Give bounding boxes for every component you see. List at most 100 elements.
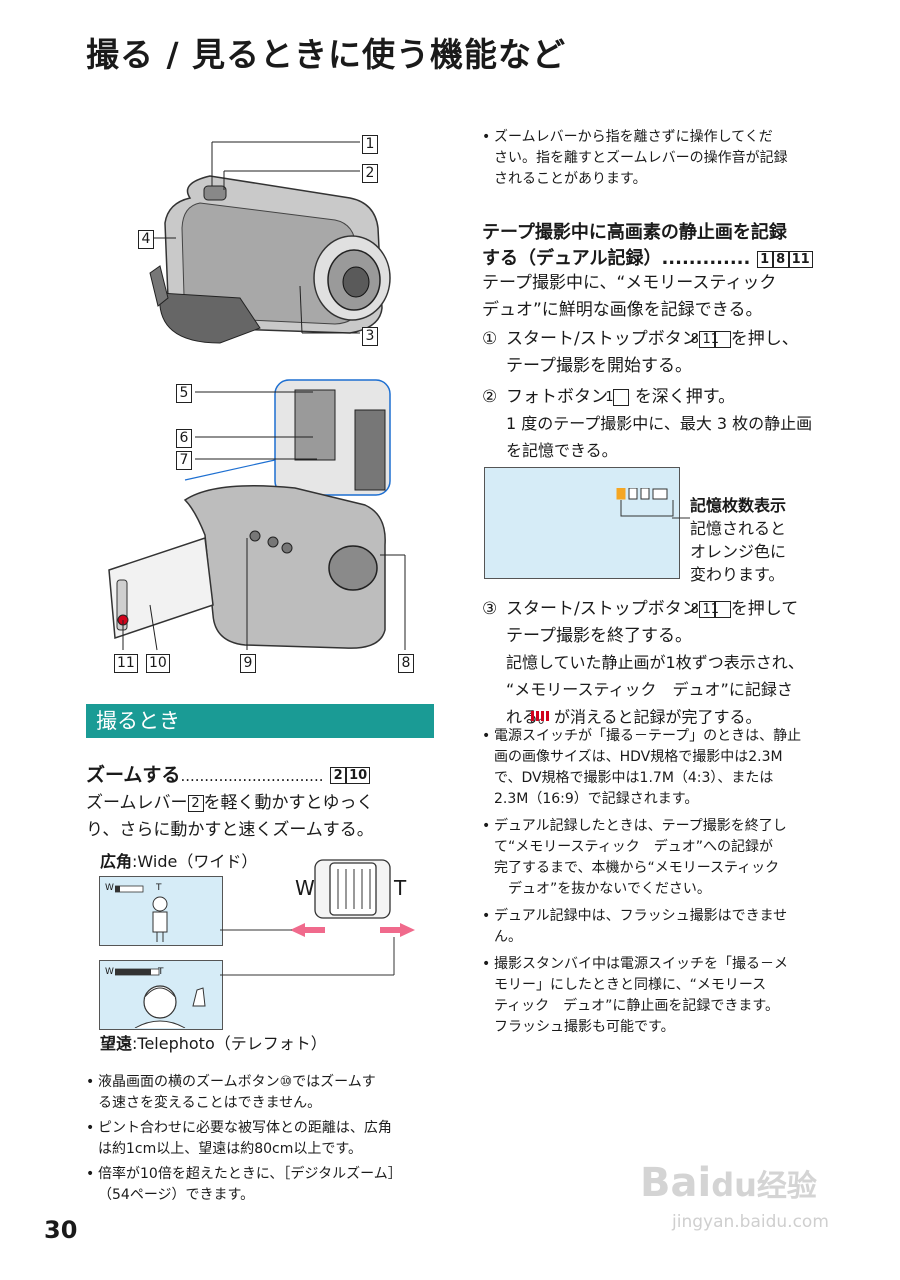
lever-w-label: W <box>295 876 315 900</box>
rb2-l1: デュアル記録したときは、テープ撮影を終了し <box>494 818 787 834</box>
zoom-note-line: る速さを変えることはできません。 <box>98 1095 322 1111</box>
callout-7: 7 <box>176 451 192 470</box>
callout-11: 11 <box>114 654 138 673</box>
lever-t-label: T <box>394 876 407 900</box>
dual-intro-a: テープ撮影中に、“メモリースティック <box>482 273 777 293</box>
callout-5: 5 <box>176 384 192 403</box>
right-note-1a: ズームレバーから指を離さずに操作してくだ <box>494 129 773 145</box>
zoom-body-c: り、さらに動かすと速くズームする。 <box>86 820 374 840</box>
zoom-heading-text: ズームする <box>86 764 181 786</box>
rb2-l3: 完了するまで、本機から“メモリースティック <box>494 860 780 876</box>
rb1-l1: 電源スイッチが「撮る－テープ」のときは、静止 <box>494 728 802 744</box>
callout-4: 4 <box>138 230 154 249</box>
step-1-c: テープ撮影を開始する。 <box>506 356 692 376</box>
right-bullet-4: •撮影スタンバイ中は電源スイッチを「撮る－メモリー」にしたときと同様に、“メモリ… <box>482 956 788 1035</box>
zoom-body-b: を軽く動かすとゆっく <box>203 793 374 813</box>
step-3-d: 記憶していた静止画が1枚ずつ表示され、 <box>506 653 804 672</box>
dual-heading: テープ撮影中に高画素の静止画を記録 する（デュアル記録）............… <box>482 220 813 272</box>
watermark-jingyan: 经验 <box>756 1169 817 1204</box>
callout-10: 10 <box>146 654 170 673</box>
callout-3: 3 <box>362 327 378 346</box>
zoom-heading-leader: .............................. <box>180 767 324 785</box>
step-1-a: スタート/ストップボタン <box>506 329 699 349</box>
page-title: 撮る / 見るときに使う機能など <box>86 35 567 74</box>
wide-label-text: :Wide（ワイド） <box>132 852 258 871</box>
rb2-l2: て“メモリースティック デュオ”への記録が <box>494 839 773 855</box>
zoom-note-line: 倍率が10倍を超えたときに、［デジタルズーム］ <box>98 1166 402 1182</box>
zoom-note: •倍率が10倍を超えたときに、［デジタルズーム］（54ページ）できます。 <box>86 1166 402 1203</box>
wide-label: 広角:Wide（ワイド） <box>100 848 257 872</box>
rb3-l1: デュアル記録中は、フラッシュ撮影はできませ <box>494 908 788 924</box>
wide-label-bold: 広角 <box>100 852 133 871</box>
tele-screen-t: T <box>158 967 164 977</box>
zoom-body-ref: 2 <box>187 794 204 812</box>
step-1-num: ① <box>482 329 498 349</box>
right-bullet-1: •電源スイッチが「撮る－テープ」のときは、静止画の画像サイズは、HDV規格で撮影… <box>482 728 802 807</box>
wide-screen: W T <box>99 876 223 946</box>
step-3-a: スタート/ストップボタン <box>506 599 699 619</box>
tele-screen: W T <box>99 960 223 1030</box>
step-1-ref-8: 8 <box>691 330 715 348</box>
indicator-c: 変わります。 <box>690 565 785 584</box>
step-1-ref-11: 11 <box>702 330 731 348</box>
zoom-note-line: （54ページ）できます。 <box>98 1187 255 1203</box>
step-3-b: を押して <box>730 599 799 619</box>
step-2-b: を深く押す。 <box>634 387 736 407</box>
page-number: 30 <box>44 1216 78 1244</box>
right-bullet-2: •デュアル記録したときは、テープ撮影を終了して“メモリースティック デュオ”への… <box>482 818 787 897</box>
rb4-l2: モリー」にしたときと同様に、“メモリース <box>494 977 767 993</box>
right-note-1b: さい。指を離すとズームレバーの操作音が記録 <box>494 150 788 166</box>
watermark-bai: Bai <box>640 1160 712 1206</box>
zoom-note: •ピント合わせに必要な被写体との距離は、広角は約1cm以上、望遠は約80cm以上… <box>86 1120 392 1157</box>
indicator-caption: 記憶枚数表示 記憶されると オレンジ色に 変わります。 <box>690 494 786 586</box>
camera-top-illustration <box>140 141 391 344</box>
rb3-l2: ん。 <box>494 929 522 945</box>
wide-person <box>115 885 168 942</box>
ref-8: 8 <box>772 250 789 268</box>
indicator-title: 記憶枚数表示 <box>690 496 787 515</box>
step-2-d: を記憶できる。 <box>506 441 618 460</box>
step-3-ref-11: 11 <box>702 600 731 618</box>
callout-1: 1 <box>362 135 378 154</box>
callout-9: 9 <box>240 654 256 673</box>
tele-person <box>115 968 206 1028</box>
step-1-b: を押し、 <box>730 329 799 349</box>
right-bullet-3: •デュアル記録中は、フラッシュ撮影はできません。 <box>482 908 788 945</box>
rb1-l4: 2.3M（16:9）で記録されます。 <box>494 791 699 807</box>
camera-bottom-illustration <box>108 379 406 651</box>
wide-screen-w: W <box>105 883 114 893</box>
right-note-1c: されることがあります。 <box>494 171 647 187</box>
ref-2: 2 <box>330 767 347 784</box>
zoom-notes: •液晶画面の横のズームボタン⑩ではズームする速さを変えることはできません。 •ピ… <box>86 1072 431 1206</box>
watermark-du: du <box>711 1166 757 1204</box>
zoom-lever <box>220 859 415 976</box>
step-3-num: ③ <box>482 599 498 619</box>
indicator-b: オレンジ色に <box>690 542 787 561</box>
tele-label-text: :Telephoto（テレフォト） <box>132 1034 327 1053</box>
zoom-body-a: ズームレバー <box>86 793 188 813</box>
ref-11: 11 <box>788 250 813 268</box>
memory-count-indicator <box>616 488 674 517</box>
baidu-watermark-url: jingyan.baidu.com <box>672 1212 829 1232</box>
tele-screen-w: W <box>105 967 114 977</box>
dual-intro-b: デュオ”に鮮明な画像を記録できる。 <box>482 300 763 320</box>
rb1-l3: で、DV規格で撮影中は1.7M（4:3）、または <box>494 770 774 786</box>
rb4-l1: 撮影スタンバイ中は電源スイッチを「撮る－メ <box>494 956 788 972</box>
step-2-ref-1: 1 <box>605 388 630 406</box>
ref-10: 10 <box>346 767 371 784</box>
step-3-e: “メモリースティック デュオ”に記録さ <box>506 680 793 699</box>
callout-6: 6 <box>176 429 192 448</box>
step-3-c: テープ撮影を終了する。 <box>506 626 692 646</box>
dual-heading-b: する（デュアル記録）............. <box>482 248 751 269</box>
right-note-1: •ズームレバーから指を離さずに操作してください。指を離すとズームレバーの操作音が… <box>482 129 788 187</box>
tele-label-bold: 望遠 <box>100 1034 133 1053</box>
rb1-l2: 画の画像サイズは、HDV規格で撮影中は2.3M <box>494 749 783 765</box>
tele-label: 望遠:Telephoto（テレフォト） <box>100 1030 327 1054</box>
zoom-note-line: ピント合わせに必要な被写体との距離は、広角 <box>98 1120 392 1136</box>
step-3-g: が消えると記録が完了する。 <box>554 707 762 727</box>
wide-screen-t: T <box>156 883 162 893</box>
